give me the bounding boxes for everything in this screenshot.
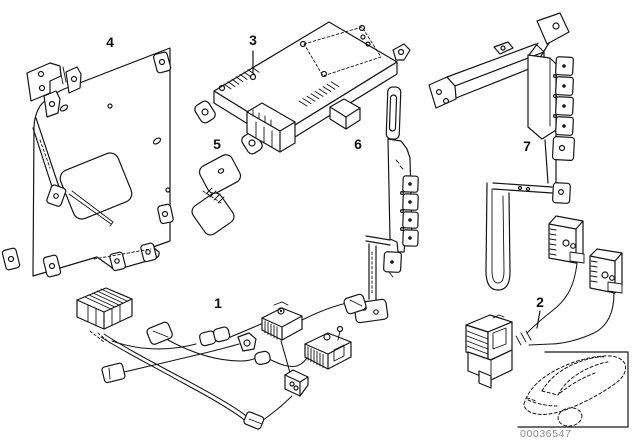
thumbnail-frame [517, 351, 629, 428]
callout-part-1[interactable]: 1 [214, 295, 222, 311]
part-5-holder-strap [191, 154, 242, 236]
car-thumbnail [517, 351, 629, 428]
callout-part-2[interactable]: 2 [536, 294, 544, 310]
part-1-wiring-harness [76, 287, 367, 430]
part-6-bracket [353, 86, 419, 324]
part-7-bracket [428, 12, 576, 291]
callout-part-5[interactable]: 5 [213, 136, 221, 152]
diagram-id-text: 00036547 [520, 428, 572, 440]
callout-part-4[interactable]: 4 [106, 34, 114, 50]
callout-part-7[interactable]: 7 [523, 138, 531, 154]
callout-part-6[interactable]: 6 [354, 136, 362, 152]
part-2-cable-assembly [465, 215, 623, 389]
part-4-mounting-plate [1, 47, 174, 278]
part-3-control-module [194, 21, 411, 155]
callout-part-3[interactable]: 3 [249, 32, 257, 48]
